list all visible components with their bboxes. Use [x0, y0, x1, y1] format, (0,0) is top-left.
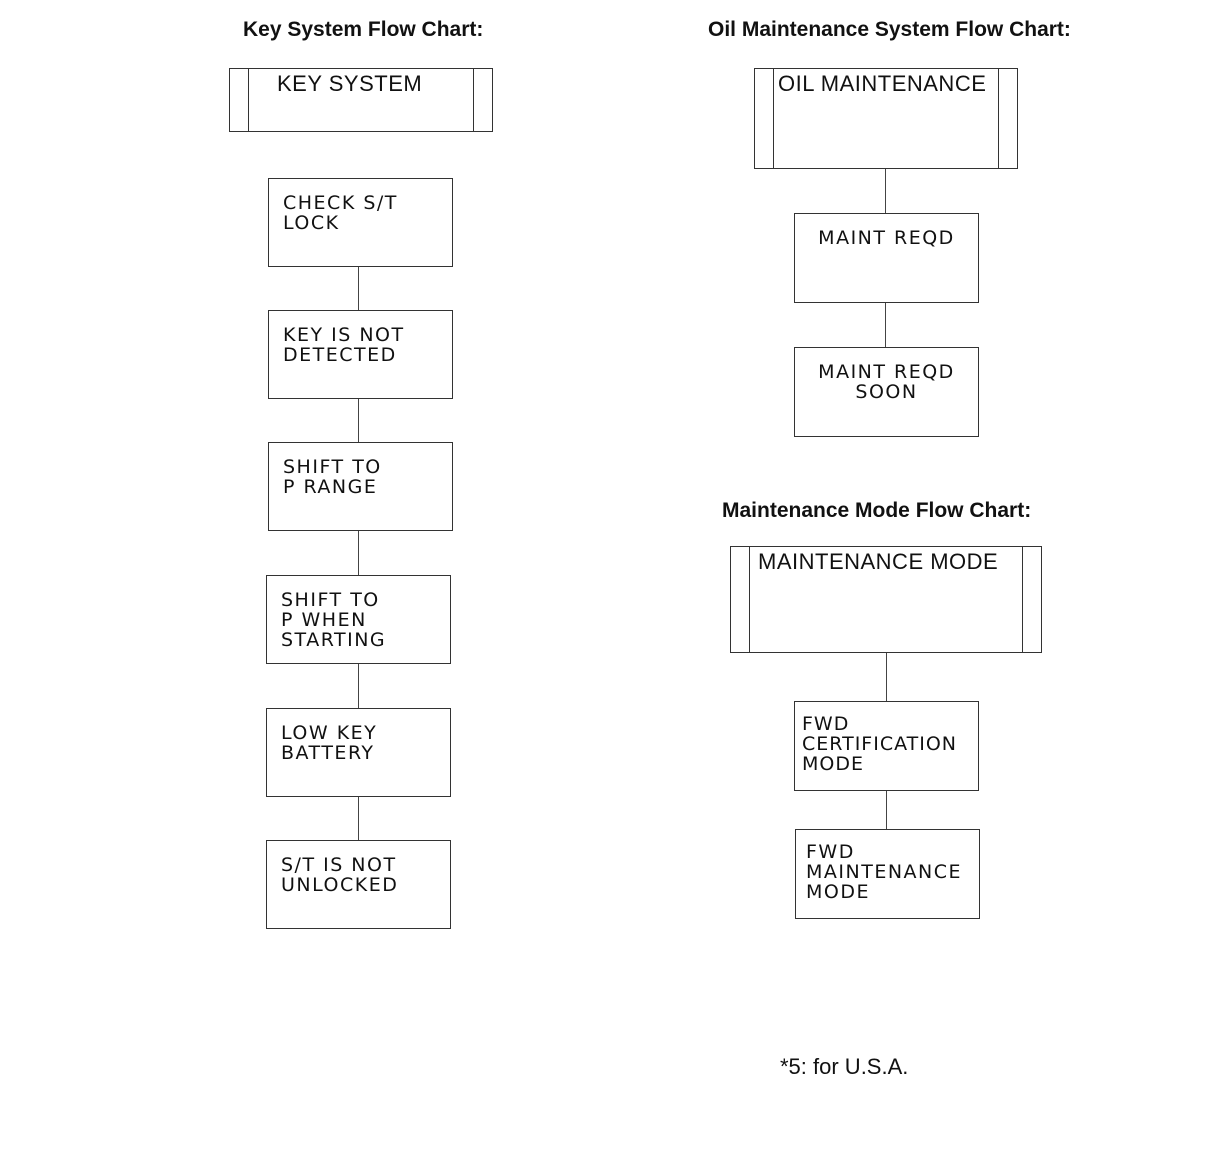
- mode-box-fwd-certification-mode: FWD CERTIFICATION MODE: [794, 701, 979, 791]
- key-box-label: SHIFT TO P WHEN STARTING: [281, 590, 446, 650]
- oil-box-label: MAINT REQD: [795, 228, 978, 248]
- maintenance-mode-header-box: MAINTENANCE MODE: [730, 546, 1042, 653]
- box-line: SOON: [855, 381, 918, 403]
- box-line: FWD: [806, 841, 855, 863]
- box-line: CHECK S/T: [283, 192, 398, 214]
- header-left-bar: [749, 547, 750, 652]
- mode-chart-title: Maintenance Mode Flow Chart:: [722, 499, 1032, 522]
- key-box-label: LOW KEY BATTERY: [281, 723, 446, 763]
- key-system-header-box: KEY SYSTEM: [229, 68, 493, 132]
- connector-line: [885, 303, 886, 347]
- header-left-bar: [773, 69, 774, 168]
- box-line: UNLOCKED: [281, 874, 399, 896]
- connector-line: [358, 664, 359, 708]
- connector-line: [886, 653, 887, 701]
- box-line: MAINT REQD: [818, 361, 955, 383]
- box-line: SHIFT TO: [283, 456, 382, 478]
- footnote: *5: for U.S.A.: [780, 1054, 909, 1079]
- box-line: MODE: [806, 881, 870, 903]
- mode-box-label: FWD CERTIFICATION MODE: [802, 714, 974, 774]
- mode-box-label: FWD MAINTENANCE MODE: [806, 842, 975, 902]
- oil-box-label: MAINT REQD SOON: [795, 362, 978, 402]
- mode-box-fwd-maintenance-mode: FWD MAINTENANCE MODE: [795, 829, 980, 919]
- key-box-st-not-unlocked: S/T IS NOT UNLOCKED: [266, 840, 451, 929]
- key-box-check-st-lock: CHECK S/T LOCK: [268, 178, 453, 267]
- header-right-bar: [998, 69, 999, 168]
- key-box-label: CHECK S/T LOCK: [283, 193, 448, 233]
- key-box-key-not-detected: KEY IS NOT DETECTED: [268, 310, 453, 399]
- box-line: KEY IS NOT: [283, 324, 405, 346]
- box-line: LOW KEY: [281, 722, 378, 744]
- box-line: BATTERY: [281, 742, 375, 764]
- connector-line: [358, 267, 359, 310]
- box-line: STARTING: [281, 629, 387, 651]
- header-left-bar: [248, 69, 249, 131]
- oil-maintenance-header-box: OIL MAINTENANCE: [754, 68, 1018, 169]
- box-line: P RANGE: [283, 476, 378, 498]
- connector-line: [885, 169, 886, 213]
- header-right-bar: [473, 69, 474, 131]
- box-line: DETECTED: [283, 344, 397, 366]
- key-box-low-key-battery: LOW KEY BATTERY: [266, 708, 451, 797]
- key-box-shift-to-p-when-starting: SHIFT TO P WHEN STARTING: [266, 575, 451, 664]
- box-line: SHIFT TO: [281, 589, 380, 611]
- connector-line: [358, 797, 359, 840]
- connector-line: [358, 399, 359, 442]
- box-line: MODE: [802, 753, 864, 775]
- key-chart-title: Key System Flow Chart:: [243, 18, 484, 41]
- oil-chart-title: Oil Maintenance System Flow Chart:: [708, 18, 1071, 41]
- box-line: S/T IS NOT: [281, 854, 397, 876]
- box-line: MAINTENANCE: [806, 861, 963, 883]
- box-line: MAINT REQD: [818, 227, 955, 249]
- maintenance-mode-header-label: MAINTENANCE MODE: [758, 549, 999, 574]
- connector-line: [886, 791, 887, 829]
- header-right-bar: [1022, 547, 1023, 652]
- box-line: P WHEN: [281, 609, 367, 631]
- oil-box-maint-reqd-soon: MAINT REQD SOON: [794, 347, 979, 437]
- box-line: LOCK: [283, 212, 340, 234]
- key-box-label: S/T IS NOT UNLOCKED: [281, 855, 446, 895]
- key-box-shift-to-p-range: SHIFT TO P RANGE: [268, 442, 453, 531]
- key-box-label: KEY IS NOT DETECTED: [283, 325, 448, 365]
- box-line: FWD: [802, 713, 850, 735]
- connector-line: [358, 531, 359, 575]
- oil-maintenance-header-label: OIL MAINTENANCE: [778, 71, 987, 96]
- key-box-label: SHIFT TO P RANGE: [283, 457, 448, 497]
- box-line: CERTIFICATION: [802, 733, 957, 755]
- oil-box-maint-reqd: MAINT REQD: [794, 213, 979, 303]
- key-system-header-label: KEY SYSTEM: [277, 71, 423, 96]
